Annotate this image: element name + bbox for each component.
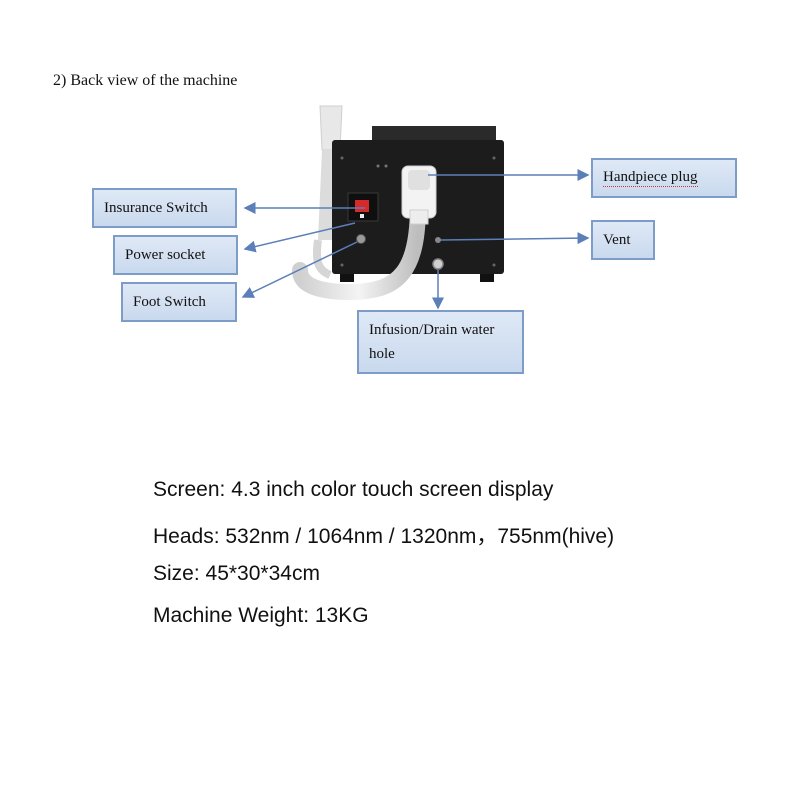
cable-loop: [312, 239, 332, 279]
handpiece-cable: [292, 197, 426, 301]
arrow-vent: [440, 232, 590, 245]
handpiece-plug-shape: [401, 165, 437, 225]
callout-text-line1: Infusion/Drain water: [369, 322, 495, 338]
vent-dot: [435, 237, 441, 243]
callout-power-socket: Power socket: [113, 235, 238, 275]
foot-switch-socket: [356, 234, 366, 244]
insurance-switch-module: [347, 192, 379, 222]
arrow-power-socket: [243, 222, 356, 253]
callout-handpiece-plug: Handpiece plug: [591, 158, 737, 198]
callout-text: Vent: [603, 231, 631, 248]
callout-vent: Vent: [591, 220, 655, 260]
spec-weight: Machine Weight: 13KG: [153, 604, 369, 627]
section-heading: 2) Back view of the machine: [53, 72, 238, 89]
callout-text: Insurance Switch: [104, 199, 208, 216]
callout-insurance-switch: Insurance Switch: [92, 188, 237, 228]
spec-screen: Screen: 4.3 inch color touch screen disp…: [153, 478, 554, 501]
drain-hole: [432, 258, 444, 270]
callout-text: Power socket: [125, 246, 206, 263]
spec-size: Size: 45*30*34cm: [153, 562, 320, 585]
spec-heads: Heads: 532nm / 1064nm / 1320nm，755nm(hiv…: [153, 525, 615, 548]
callout-text-line2: hole: [369, 346, 395, 362]
callout-text: Handpiece plug: [603, 169, 698, 187]
callout-text: Foot Switch: [133, 293, 206, 310]
callout-infusion-drain: Infusion/Drain water hole: [357, 310, 524, 374]
callout-foot-switch: Foot Switch: [121, 282, 237, 322]
arrow-foot-switch: [241, 241, 358, 298]
machine-back-view-diagram: [241, 105, 590, 310]
